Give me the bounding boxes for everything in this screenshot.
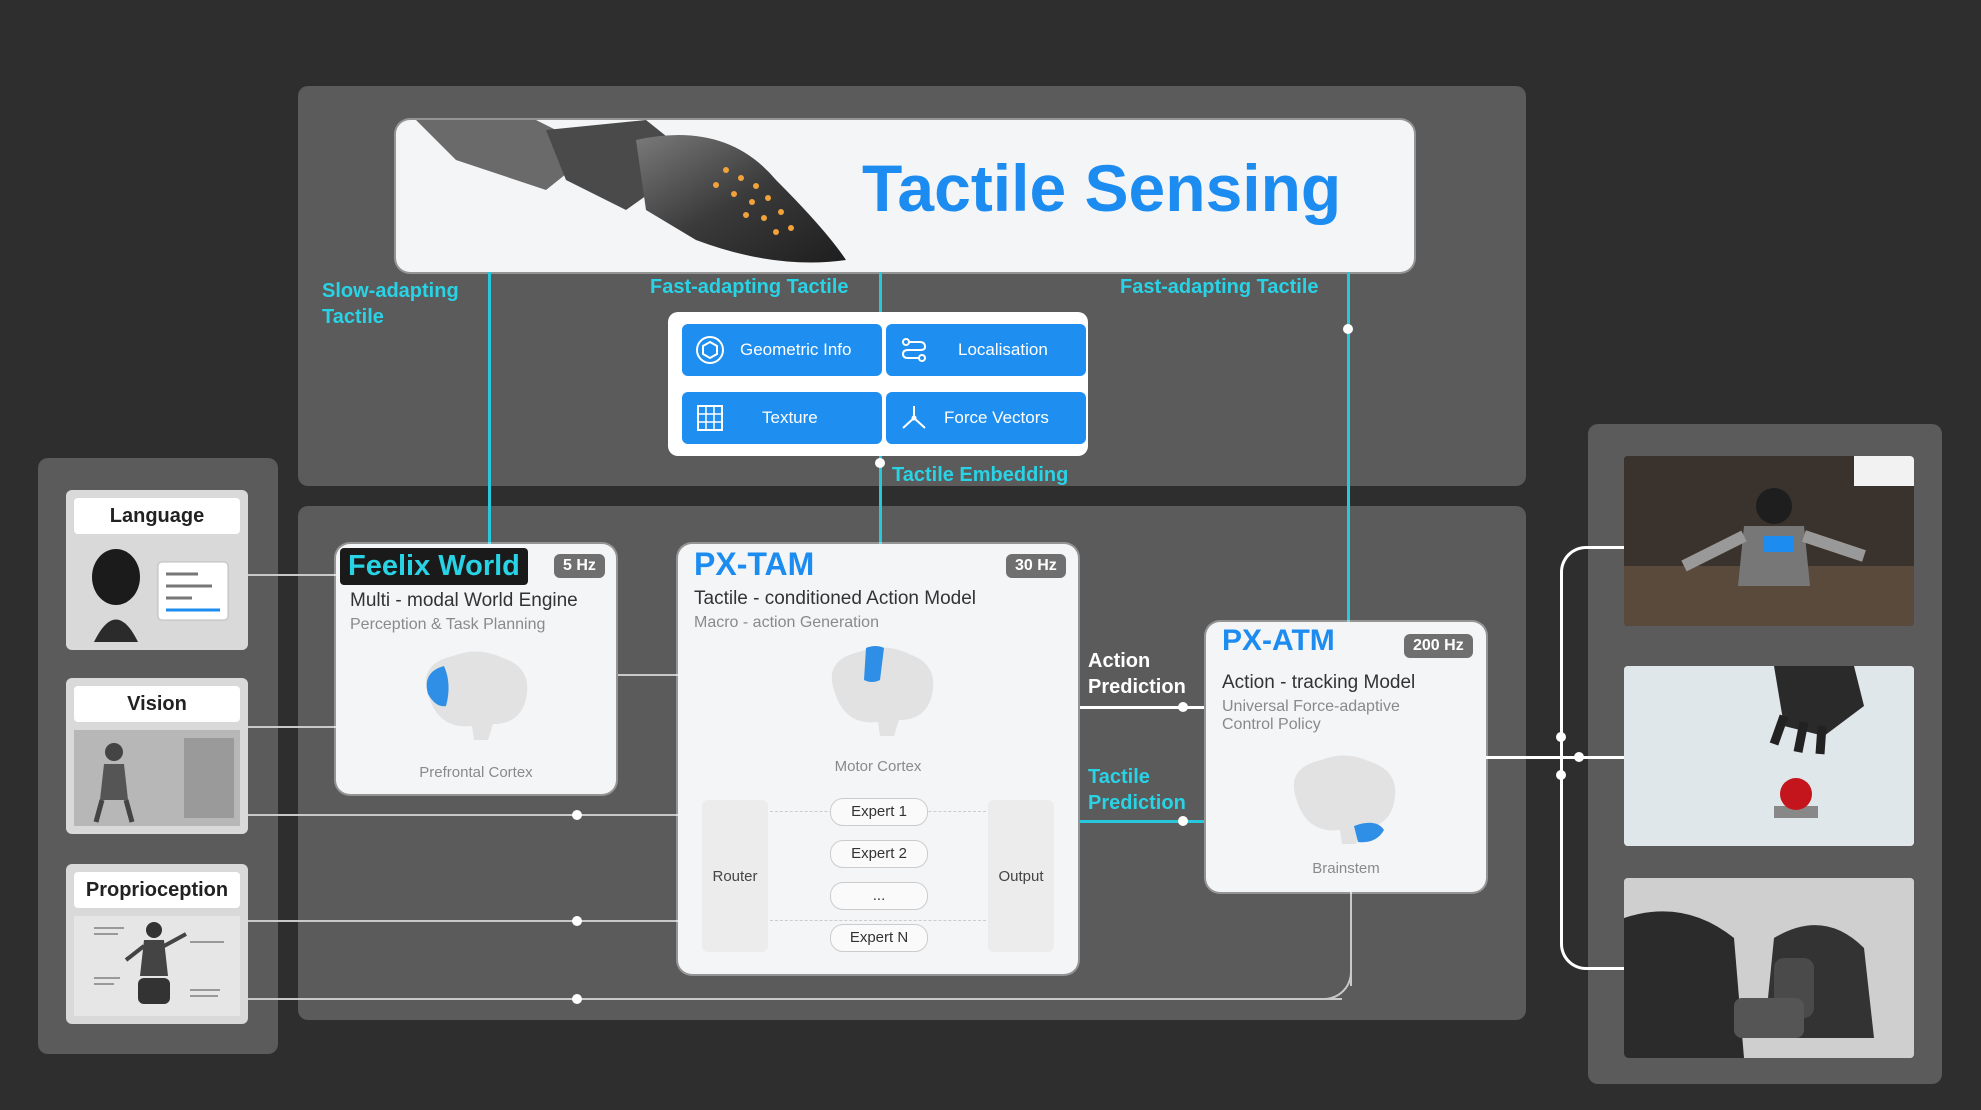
tactile-prediction-label: Tactile Prediction (1088, 766, 1186, 814)
localisation-button[interactable]: Localisation (886, 324, 1086, 376)
feelix-world-title: Feelix World (340, 548, 528, 585)
robot-finger-image (416, 120, 846, 263)
geometric-info-label: Geometric Info (740, 340, 852, 359)
language-card: Language (66, 490, 248, 650)
px-atm-caption: Universal Force-adaptive Control Policy (1222, 698, 1400, 733)
geometric-info-button[interactable]: Geometric Info (682, 324, 882, 376)
proprioception-title: Proprioception (74, 872, 240, 908)
robot-hand-image (1624, 878, 1914, 1058)
px-atm-title: PX-ATM (1222, 624, 1335, 657)
fast-adapting-center-label: Fast-adapting Tactile (650, 276, 849, 298)
output-branch (1560, 546, 1624, 970)
vision-connector (248, 726, 338, 728)
output-box: Output (988, 800, 1054, 952)
tactile-embedding-label: Tactile Embedding (892, 464, 1069, 486)
branch-dot-top (1556, 732, 1566, 742)
vision-dot (572, 810, 582, 820)
geometry-icon (696, 336, 724, 364)
px-tam-hz-badge: 30 Hz (1006, 554, 1066, 578)
route-icon (901, 338, 927, 362)
atm-output-line (1486, 756, 1626, 759)
feelix-world-card: Feelix World 5 Hz Multi - modal World En… (336, 544, 616, 794)
router-box: Router (702, 800, 768, 952)
fast-adapting-right-label: Fast-adapting Tactile (1120, 276, 1319, 298)
px-tam-caption: Macro - action Generation (694, 614, 879, 631)
grid-icon (697, 405, 723, 431)
tactile-prediction-line (1080, 820, 1204, 823)
language-title: Language (74, 498, 240, 534)
robot-head-image (92, 549, 229, 642)
px-atm-card: PX-ATM 200 Hz Action - tracking Model Un… (1206, 622, 1486, 892)
atm-down-connector (1350, 892, 1352, 986)
proprioception-card: Proprioception (66, 864, 248, 1024)
expert-ellipsis: ... (830, 882, 928, 910)
apple-grasp-image (1624, 666, 1914, 846)
proprio-to-atm-connector (248, 998, 1342, 1000)
px-tam-subtitle: Tactile - conditioned Action Model (694, 588, 976, 609)
embedding-dot (875, 458, 885, 468)
action-prediction-dot (1178, 702, 1188, 712)
proprio-atm-dot (572, 994, 582, 1004)
robot-workshop-image (1624, 456, 1914, 626)
brain-motor-icon (831, 646, 934, 736)
robot-body-image (74, 916, 240, 1016)
expert-1: Expert 1 (830, 798, 928, 826)
branch-dot-mid (1574, 752, 1584, 762)
feelix-caption: Perception & Task Planning (350, 616, 546, 633)
fast-adapting-right-line (1347, 272, 1350, 624)
fast-adapting-center-line (879, 272, 882, 312)
px-tam-card: PX-TAM 30 Hz Tactile - conditioned Actio… (678, 544, 1078, 974)
force-vectors-button[interactable]: Force Vectors (886, 392, 1086, 444)
feelix-to-tam-connector (618, 674, 678, 676)
brain-prefrontal-icon (425, 651, 528, 740)
px-atm-hz-badge: 200 Hz (1404, 634, 1473, 658)
vision-title: Vision (74, 686, 240, 722)
motor-cortex-label: Motor Cortex (834, 758, 922, 775)
texture-label: Texture (762, 408, 818, 427)
language-connector (248, 574, 338, 576)
vision-to-tam-connector (248, 814, 678, 816)
slow-adapting-label: Slow-adapting Tactile (322, 280, 459, 328)
proprio-dot (572, 916, 582, 926)
px-tam-title: PX-TAM (694, 546, 815, 582)
prefrontal-cortex-label: Prefrontal Cortex (419, 764, 533, 781)
brain-brainstem-icon (1293, 755, 1396, 844)
action-prediction-label: Action Prediction (1088, 650, 1186, 698)
feelix-subtitle: Multi - modal World Engine (350, 590, 578, 611)
robot-hand-photo (1624, 878, 1914, 1058)
apple-grasp-photo (1624, 666, 1914, 846)
action-prediction-line (1080, 706, 1204, 709)
localisation-label: Localisation (958, 340, 1048, 359)
robot-workshop-photo (1624, 456, 1914, 626)
slow-adapting-line (488, 272, 491, 544)
brainstem-label: Brainstem (1312, 860, 1380, 877)
proprio-to-tam-connector (248, 920, 678, 922)
branch-dot-bottom (1556, 770, 1566, 780)
force-vectors-label: Force Vectors (944, 408, 1049, 427)
expert-2: Expert 2 (830, 840, 928, 868)
feelix-hz-badge: 5 Hz (554, 554, 605, 578)
texture-button[interactable]: Texture (682, 392, 882, 444)
expert-n: Expert N (830, 924, 928, 952)
vector-axes-icon (902, 406, 926, 429)
vision-card: Vision (66, 678, 248, 834)
vision-scene-image (74, 730, 240, 826)
fast-right-dot (1343, 324, 1353, 334)
tactile-sensing-title: Tactile Sensing (862, 151, 1342, 225)
px-atm-subtitle: Action - tracking Model (1222, 672, 1416, 693)
embedding-line (879, 456, 882, 544)
tactile-sensing-banner: Tactile Sensing (396, 120, 1414, 272)
tactile-prediction-dot (1178, 816, 1188, 826)
